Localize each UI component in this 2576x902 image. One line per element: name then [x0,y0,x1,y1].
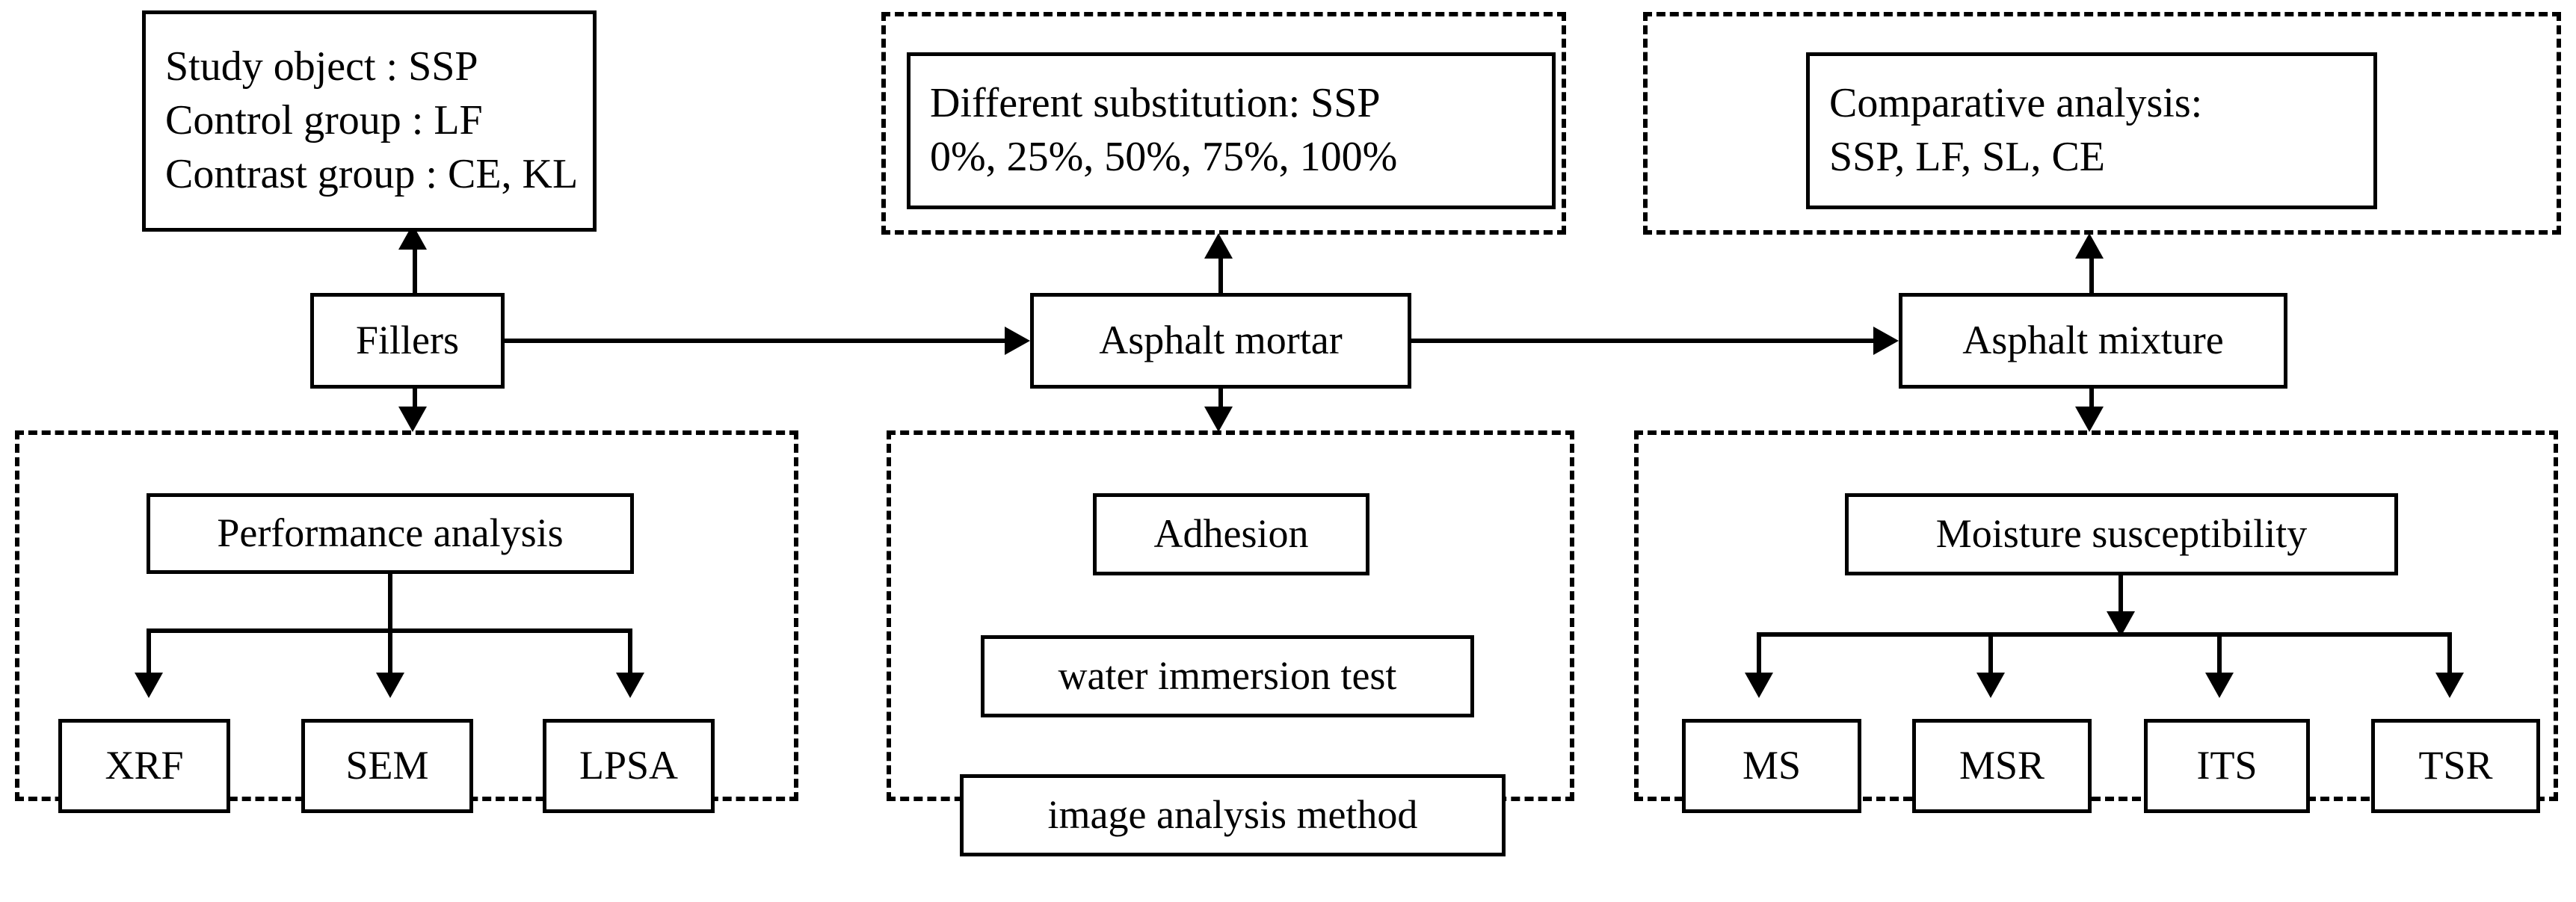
edge-moisture-to-msr-line [1988,632,1993,676]
node-tsr[interactable]: TSR [2371,719,2540,813]
node-study-object[interactable]: Study object : SSP Control group : LF Co… [142,10,597,232]
edge-mortar-to-mixture-line [1411,339,1875,343]
edge-mixture-to-comparative-arrowhead [2075,233,2104,259]
edge-performance-to-xrf-line [147,628,151,675]
edge-moisture-to-its-line [2217,632,2222,676]
edge-moisture-to-ms-line [1757,632,1761,676]
edge-performance-to-xrf-arrowhead [135,673,163,698]
edge-fillers-to-mortar-line [505,339,1007,343]
group-asphalt-mortar-design [881,12,1566,235]
group-mixture-testing [1634,430,2558,801]
edge-mixture-to-mixture-testing-line [2089,387,2094,408]
edge-mortar-to-mortar-testing-arrowhead [1204,407,1233,432]
node-its[interactable]: ITS [2144,719,2310,813]
edge-fillers-to-filler-testing-arrowhead [398,407,427,432]
edge-mortar-to-substitution-arrowhead [1204,233,1233,259]
edge-performance-to-sem-line [388,628,392,675]
edge-performance-to-sem-arrowhead [376,673,404,698]
edge-moisture-trunk-vertical [2119,574,2123,614]
group-asphalt-mixture-comparison [1643,12,2561,235]
edge-fillers-to-study-object-line [413,247,417,294]
node-image-analysis-method[interactable]: image analysis method [960,774,1506,856]
edge-moisture-to-msr-arrowhead [1976,673,2005,698]
edge-performance-trunk-vertical [388,572,392,631]
node-lpsa[interactable]: LPSA [543,719,715,813]
edge-moisture-to-tsr-line [2447,632,2452,676]
edge-mixture-to-mixture-testing-arrowhead [2075,407,2104,432]
edge-mortar-to-mortar-testing-line [1218,387,1223,408]
edge-fillers-to-mortar-arrowhead [1005,327,1030,355]
edge-moisture-distribution-bar [1757,632,2452,637]
edge-moisture-trunk-arrowhead [2107,611,2135,637]
edge-moisture-to-ms-arrowhead [1745,673,1773,698]
node-different-substitution[interactable]: Different substitution: SSP 0%, 25%, 50%… [907,52,1556,209]
edge-mortar-to-mixture-arrowhead [1873,327,1899,355]
edge-performance-to-lpsa-arrowhead [616,673,644,698]
edge-fillers-to-filler-testing-line [413,387,417,408]
group-mortar-testing [887,430,1574,801]
node-sem[interactable]: SEM [301,719,473,813]
edge-moisture-to-tsr-arrowhead [2435,673,2464,698]
node-water-immersion-test[interactable]: water immersion test [981,635,1474,717]
node-xrf[interactable]: XRF [58,719,230,813]
node-asphalt-mortar[interactable]: Asphalt mortar [1030,293,1411,389]
node-msr[interactable]: MSR [1912,719,2092,813]
edge-mortar-to-substitution-line [1218,257,1223,296]
edge-performance-to-lpsa-line [628,628,632,675]
node-performance-analysis[interactable]: Performance analysis [147,493,634,574]
edge-moisture-to-its-arrowhead [2205,673,2234,698]
edge-mixture-to-comparative-line [2089,257,2094,296]
node-comparative-analysis[interactable]: Comparative analysis: SSP, LF, SL, CE [1806,52,2377,209]
node-moisture-susceptibility[interactable]: Moisture susceptibility [1845,493,2398,575]
node-asphalt-mixture[interactable]: Asphalt mixture [1899,293,2287,389]
node-adhesion[interactable]: Adhesion [1093,493,1369,575]
node-fillers[interactable]: Fillers [310,293,505,389]
node-ms[interactable]: MS [1682,719,1861,813]
